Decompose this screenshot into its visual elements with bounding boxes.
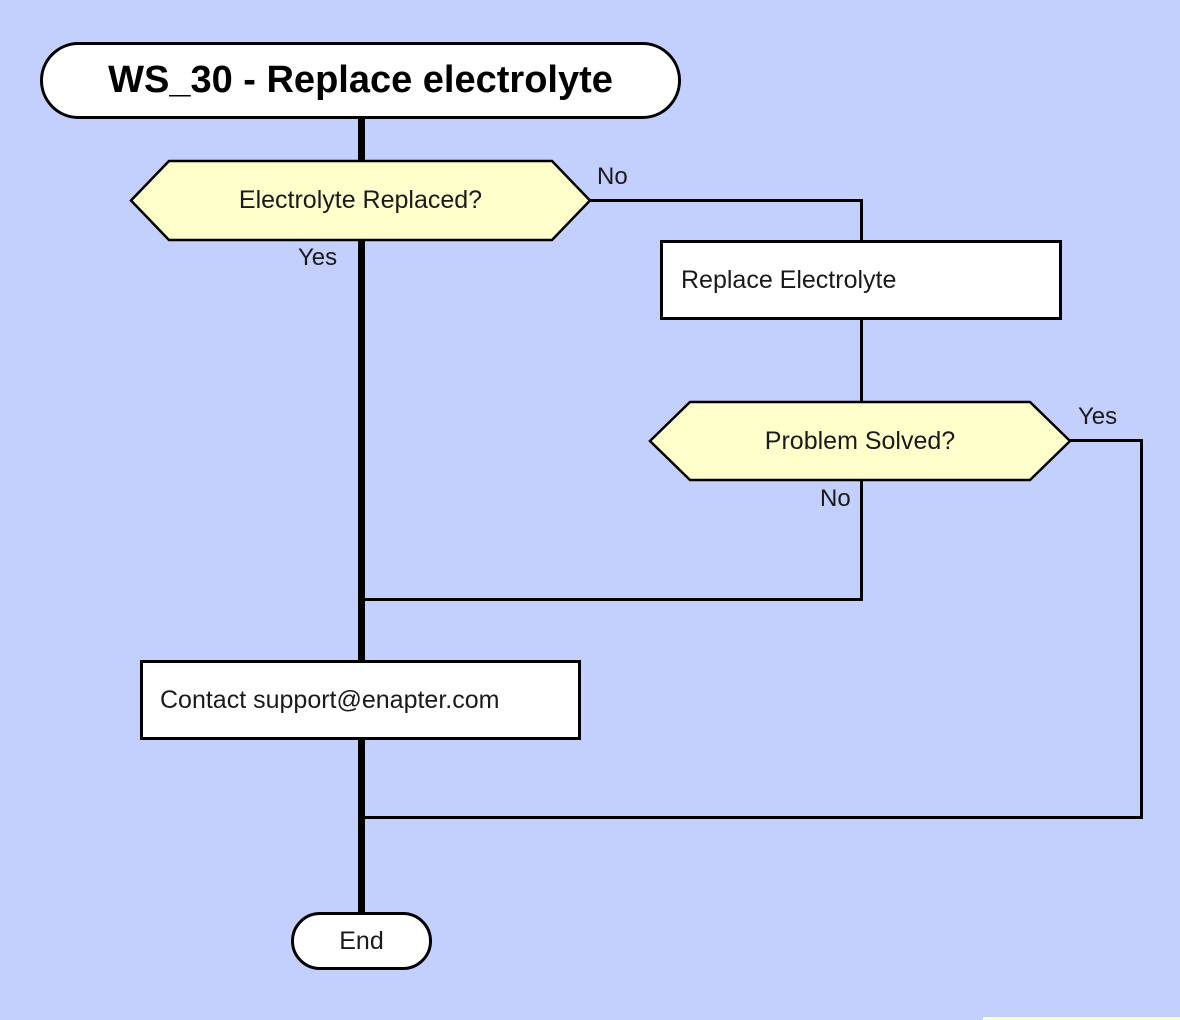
edge-label-no-1: No — [597, 163, 628, 190]
decision-electrolyte-replaced: Electrolyte Replaced? — [129, 159, 592, 242]
connector-yes2-vertical — [1140, 439, 1143, 819]
end-node-label: End — [339, 926, 384, 955]
decision-electrolyte-replaced-shape — [129, 159, 592, 242]
edge-label-no-2: No — [820, 485, 851, 512]
process-contact-support-label: Contact support@enapter.com — [160, 685, 500, 714]
process-contact-support: Contact support@enapter.com — [140, 660, 581, 740]
edge-label-yes-1: Yes — [298, 244, 338, 271]
start-node-label: WS_30 - Replace electrolyte — [108, 59, 613, 101]
connector-no2-horizontal — [361, 598, 863, 601]
edge-label-yes-2: Yes — [1078, 403, 1118, 430]
connector-no1-horizontal — [590, 199, 863, 202]
connector-main-trunk — [358, 115, 365, 915]
decision-problem-solved-label: Problem Solved? — [764, 426, 956, 455]
end-node: End — [291, 912, 432, 970]
decision-problem-solved: Problem Solved? — [648, 400, 1072, 482]
connector-yes2-horizontal-bottom — [361, 816, 1143, 819]
start-node: WS_30 - Replace electrolyte — [40, 42, 681, 119]
process-replace-electrolyte-label: Replace Electrolyte — [681, 265, 897, 294]
connector-no2-vertical — [860, 478, 863, 601]
process-replace-electrolyte: Replace Electrolyte — [660, 240, 1062, 320]
connector-yes2-horizontal-top — [1068, 439, 1143, 442]
connector-process1-decision2 — [860, 318, 863, 404]
decision-electrolyte-replaced-label: Electrolyte Replaced? — [238, 186, 483, 214]
connector-no1-vertical — [860, 199, 863, 242]
offscreen-shape-peek — [983, 1017, 1180, 1020]
decision-problem-solved-shape — [648, 400, 1072, 482]
